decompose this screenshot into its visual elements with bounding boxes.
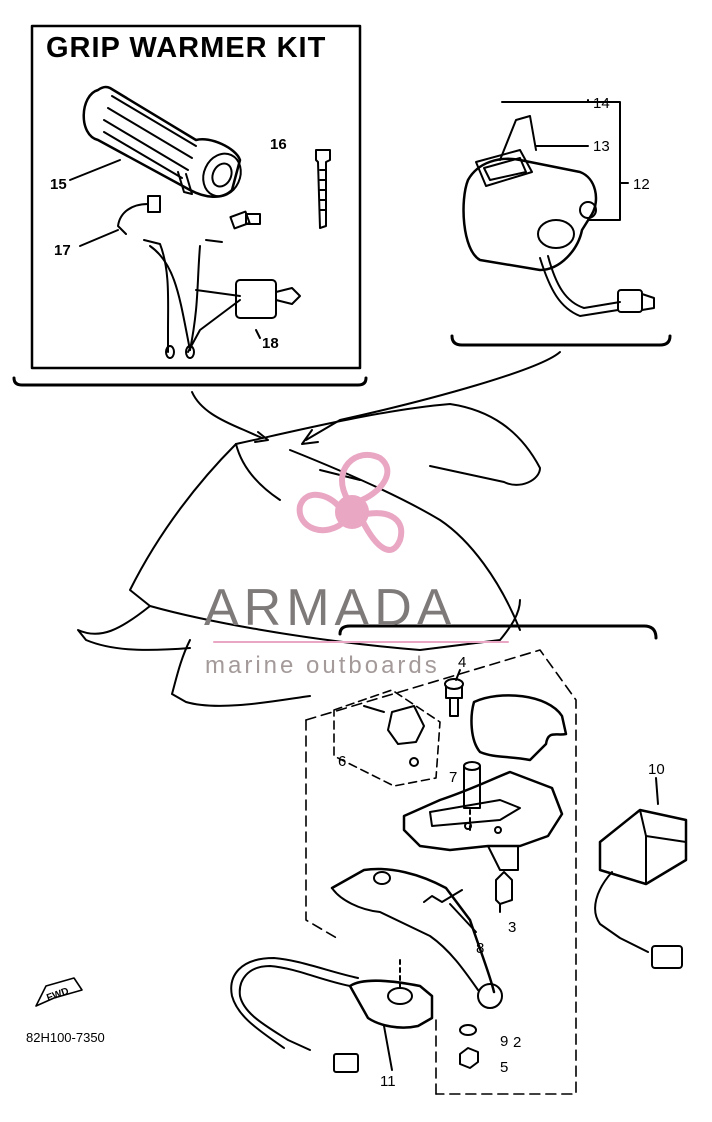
control-module — [594, 808, 688, 969]
callout-11: 11 — [380, 1073, 396, 1090]
switch-harness — [143, 210, 301, 359]
bracket-6 — [363, 705, 425, 767]
bolt-4 — [444, 678, 464, 717]
leader-line-10 — [655, 777, 659, 805]
screw-3 — [495, 871, 513, 913]
throttle-cover — [470, 694, 568, 762]
throttle-sensor — [230, 957, 434, 1073]
throttle-assembly-box — [305, 649, 577, 1095]
callout-18: 18 — [262, 335, 279, 352]
arrow-kit-to-vehicle — [191, 391, 263, 439]
callout-5: 5 — [500, 1059, 508, 1076]
leader-line-15 — [69, 159, 121, 181]
fwd-label: FWD — [45, 986, 70, 1004]
callout-3: 3 — [508, 919, 516, 936]
handlebar-switch-housing — [462, 115, 655, 317]
kit-frame — [12, 24, 368, 387]
callout-bracket-12 — [501, 99, 629, 221]
callout-9: 9 — [500, 1033, 508, 1050]
screw-8 — [423, 889, 463, 903]
cable-tie — [315, 149, 331, 229]
detail-bracket-lower — [338, 624, 658, 640]
leader-line-8 — [449, 903, 477, 933]
leader-line-17 — [79, 229, 119, 247]
collar-7 — [463, 761, 481, 809]
kit-6-box — [333, 689, 441, 787]
callout-13: 13 — [593, 138, 610, 155]
detail-bracket-upper — [450, 334, 672, 347]
callout-16: 16 — [270, 136, 287, 153]
kit-title: GRIP WARMER KIT — [46, 32, 327, 64]
callout-4: 4 — [458, 654, 466, 671]
callout-8: 8 — [476, 940, 484, 957]
throttle-housing — [402, 770, 564, 871]
arrow-switch-to-vehicle — [305, 351, 561, 441]
watermark-brand: ARMADA — [204, 579, 457, 637]
leader-line-18 — [255, 329, 261, 339]
forward-arrow-icon — [35, 977, 83, 1007]
arrowhead-kit — [254, 431, 269, 443]
throttle-lever — [330, 867, 503, 1009]
washer-9 — [459, 1024, 477, 1036]
leader-line-4 — [455, 669, 461, 681]
callout-2: 2 — [513, 1034, 521, 1051]
nut-5 — [459, 1047, 479, 1069]
arrowhead-switch — [301, 429, 319, 445]
callout-12: 12 — [633, 176, 650, 193]
callout-7: 7 — [449, 769, 457, 786]
leader-line-11 — [383, 1025, 393, 1071]
callout-14: 14 — [593, 95, 610, 112]
callout-10: 10 — [648, 761, 665, 778]
callout-6: 6 — [338, 753, 346, 770]
callout-labels: 2 3 4 5 6 7 8 9 10 11 12 13 14 15 16 17 … — [45, 95, 664, 1090]
grip-warmer-grip — [82, 85, 242, 198]
sensor-lead — [117, 195, 161, 235]
drawing-code: 82H100-7350 — [26, 1030, 105, 1045]
propeller-logo-icon — [296, 451, 405, 553]
snowmobile-hood — [77, 403, 541, 707]
callout-17: 17 — [54, 242, 71, 259]
watermark-tagline: marine outboards — [205, 652, 440, 679]
callout-15: 15 — [50, 176, 67, 193]
